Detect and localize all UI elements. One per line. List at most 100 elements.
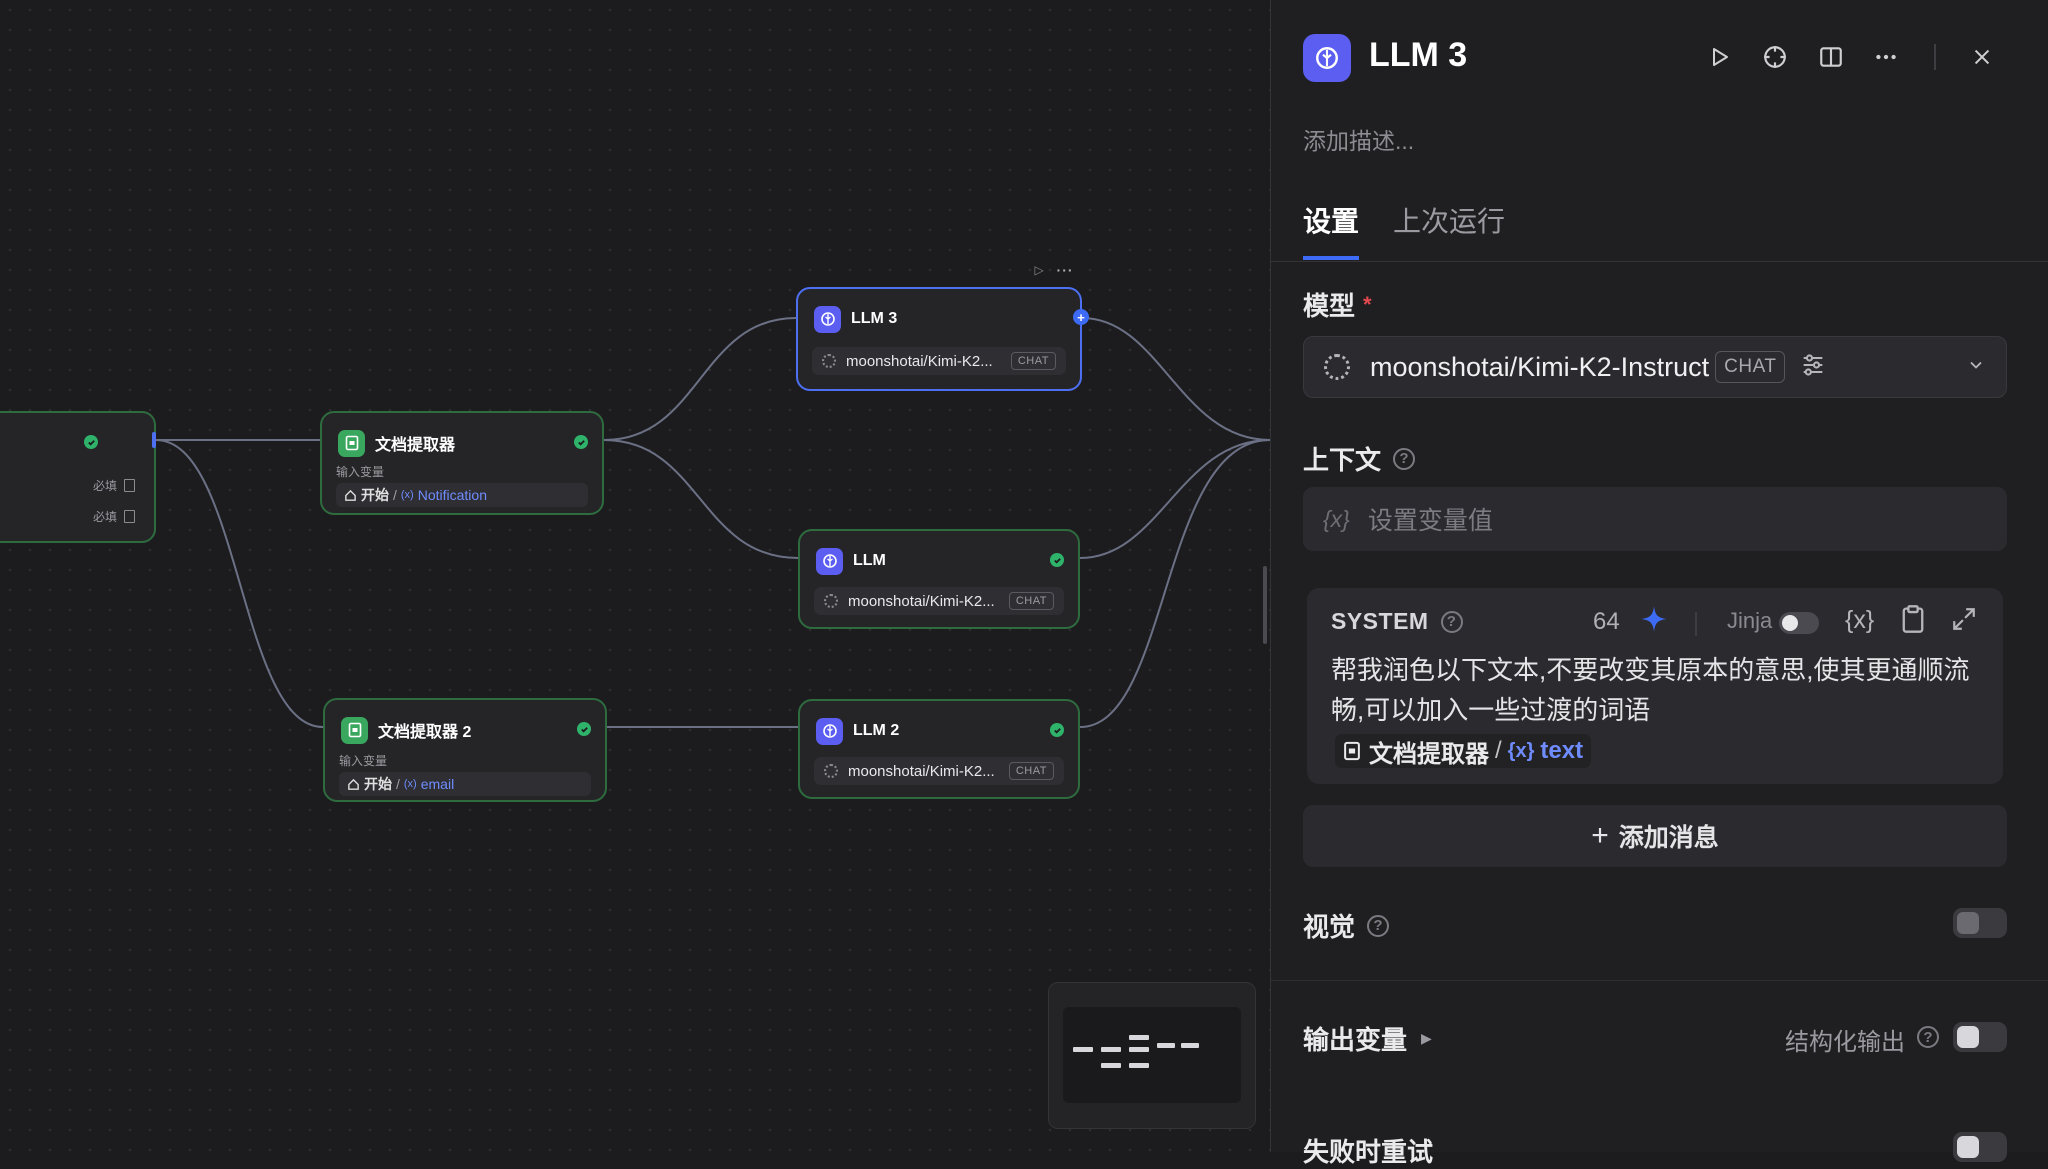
minimap-viewport [1063,1007,1241,1103]
minimap[interactable] [1048,982,1256,1129]
edge-start-doc2 [155,439,324,728]
tabs-divider [1271,261,2048,262]
close-button[interactable] [1965,40,1999,74]
structured-output-label: 结构化输出 [1785,1029,1905,1056]
home-icon [348,778,359,790]
chip-variable: text [1540,737,1584,764]
add-message-button[interactable]: + 添加消息 [1303,805,2007,867]
edge-llm3-panel [1081,317,1270,441]
input-variable-label: 输入变量 [339,754,388,768]
variable-icon: {x} [1507,739,1535,762]
start-node[interactable]: 必填 必填 [0,411,156,543]
system-prompt-editor[interactable]: SYSTEM ? 64 Jinja {x} 帮我润色以下文本,不要改变其原本的意… [1307,588,2003,784]
llm-node[interactable]: LLM moonshotai/Kimi-K2... CHAT [798,529,1080,629]
docs-button[interactable] [1814,40,1848,74]
node-title: 文档提取器 [375,437,456,454]
doc-extractor-node[interactable]: 文档提取器 输入变量 开始 / (x) Notification [320,411,604,515]
model-row[interactable]: moonshotai/Kimi-K2... CHAT [812,347,1066,375]
description-input[interactable]: 添加描述... [1303,128,1415,154]
start-output-handle[interactable] [152,432,156,448]
help-icon[interactable]: ? [1393,447,1416,470]
path-separator: / [393,487,397,503]
run-icon[interactable]: ▷ [1034,263,1044,277]
vision-section-label: 视觉 ? [1303,907,1390,944]
variable-reference-chip[interactable]: 文档提取器 / {x} text [1335,734,1592,768]
model-label: 模型 [1303,291,1356,321]
locate-button[interactable] [1758,40,1792,74]
model-provider-icon [824,594,838,608]
source-node-name: 开始 [364,776,392,792]
model-selector[interactable]: moonshotai/Kimi-K2-Instruct CHAT [1303,336,2007,398]
input-variable-chip[interactable]: 开始 / (x) Notification [336,483,588,507]
context-label: 上下文 [1303,445,1382,475]
more-icon[interactable]: ··· [1056,262,1074,278]
help-icon[interactable]: ? [1367,914,1390,937]
edge-llm-panel [1079,439,1270,559]
llm2-node[interactable]: LLM 2 moonshotai/Kimi-K2... CHAT [798,699,1080,799]
model-row[interactable]: moonshotai/Kimi-K2... CHAT [814,587,1064,615]
doc-extractor-2-node[interactable]: 文档提取器 2 输入变量 开始 / (x) email [323,698,607,802]
system-prompt-text[interactable]: 帮我润色以下文本,不要改变其原本的意思,使其更通顺流畅,可以加入一些过渡的词语 [1331,655,1970,725]
context-placeholder: 设置变量值 [1367,507,1493,535]
chat-badge: CHAT [1008,592,1054,610]
required-label-1: 必填 [93,479,118,493]
chip-separator: / [1495,737,1502,764]
expand-icon[interactable] [1951,606,1977,637]
context-variable-input[interactable]: {x} 设置变量值 [1303,487,2007,551]
book-icon [1820,47,1842,67]
retry-toggle[interactable] [1953,1132,2007,1162]
edge-doc1-llm3 [603,317,797,441]
clipboard-icon[interactable] [1899,604,1927,639]
panel-title[interactable]: LLM 3 [1369,36,1468,74]
chat-badge: CHAT [1008,762,1054,780]
model-settings-icon[interactable] [1799,351,1827,384]
more-button[interactable] [1869,40,1903,74]
vision-toggle[interactable] [1953,908,2007,938]
variable-icon: {x} [1323,505,1350,532]
model-provider-icon [822,354,836,368]
llm-icon [814,305,841,333]
tab-last-run[interactable]: 上次运行 [1393,206,1506,237]
document-icon [341,716,368,744]
variable-name: email [420,776,455,792]
variable-name: Notification [417,487,487,503]
success-check-icon [1050,723,1064,737]
context-section-label: 上下文 ? [1303,440,1416,477]
retry-section-label: 失败时重试 [1303,1132,1433,1169]
document-icon [1344,741,1360,761]
model-row[interactable]: moonshotai/Kimi-K2... CHAT [814,757,1064,785]
system-label: SYSTEM [1331,608,1429,634]
plus-icon: + [1591,819,1609,852]
chevron-down-icon[interactable] [1966,355,1986,380]
play-icon [1713,48,1728,66]
panel-resize-handle[interactable] [1263,566,1267,644]
model-section-label: 模型 * [1303,286,1372,323]
tab-settings[interactable]: 设置 [1303,200,1360,260]
run-button[interactable] [1703,40,1737,74]
output-variables-header[interactable]: 输出变量 ▶ [1303,1020,1432,1057]
workflow-canvas[interactable]: 必填 必填 文档提取器 输入变量 开始 / (x) Notification [0,0,1270,1152]
system-label-group: SYSTEM ? [1331,608,1463,635]
model-name: moonshotai/Kimi-K2... [848,762,995,780]
model-name: moonshotai/Kimi-K2... [846,352,993,370]
add-next-node-icon[interactable]: + [1073,309,1089,325]
sparkle-icon[interactable] [1639,604,1669,639]
help-icon[interactable]: ? [1917,1026,1939,1048]
jinja-toggle[interactable] [1779,612,1819,634]
token-count: 64 [1593,608,1620,635]
model-provider-icon [1324,354,1350,380]
node-title: LLM [853,552,886,569]
llm-icon [1303,34,1351,82]
chat-badge: CHAT [1715,351,1786,383]
panel-tabs: 设置 上次运行 [1303,200,1539,260]
add-message-label: 添加消息 [1618,824,1719,852]
success-check-icon [1050,553,1064,567]
insert-variable-icon[interactable]: {x} [1845,606,1875,634]
structured-output-toggle[interactable] [1953,1022,2007,1052]
more-icon [1876,54,1896,60]
input-variable-chip[interactable]: 开始 / (x) email [339,772,591,796]
llm3-node[interactable]: LLM 3 moonshotai/Kimi-K2... CHAT [796,287,1082,391]
home-icon [345,489,356,501]
header-divider [1934,44,1936,70]
help-icon[interactable]: ? [1440,610,1463,633]
